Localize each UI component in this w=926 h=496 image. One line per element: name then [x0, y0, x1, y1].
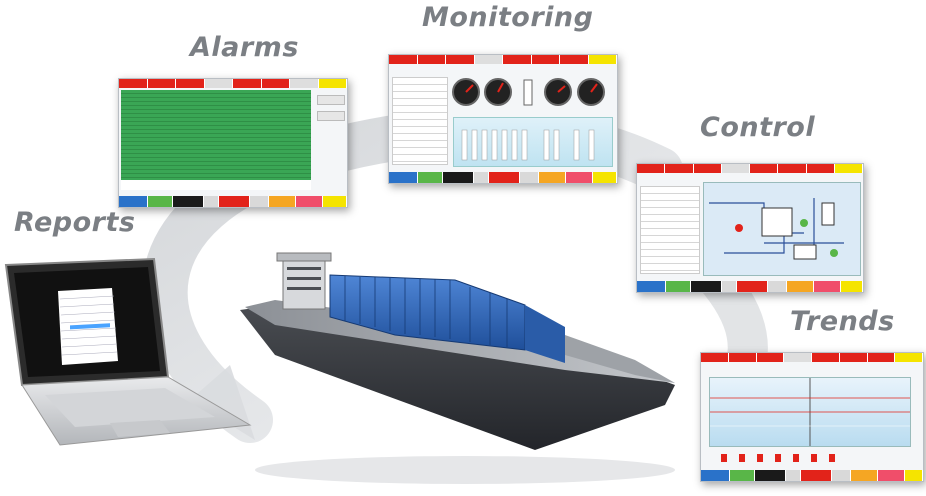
alarms-label: Alarms	[190, 32, 299, 63]
monitoring-data-column	[392, 77, 448, 165]
alarms-list	[121, 90, 311, 180]
control-process-diagram	[703, 182, 861, 276]
trends-tab-bar	[701, 353, 923, 362]
container-ship-graphic	[240, 252, 675, 484]
alarms-side-button-2	[317, 111, 345, 121]
alarms-list-blank	[121, 180, 311, 190]
alarms-tab-bar	[119, 79, 347, 88]
control-tab-bar	[637, 164, 863, 173]
monitoring-footer	[389, 172, 617, 183]
trends-footer	[701, 470, 923, 481]
control-footer	[637, 281, 863, 292]
alarms-side-button-1	[317, 95, 345, 105]
alarms-screen-thumbnail	[118, 78, 348, 208]
control-screen-thumbnail	[636, 163, 864, 293]
trends-indicators	[721, 449, 841, 462]
monitoring-screen-thumbnail	[388, 54, 618, 184]
laptop-graphic	[4, 257, 252, 446]
trends-chart-area	[709, 377, 911, 447]
monitoring-tab-bar	[389, 55, 617, 64]
trends-screen-thumbnail	[700, 352, 924, 482]
monitoring-gauges	[452, 78, 605, 106]
monitoring-label: Monitoring	[422, 2, 594, 33]
control-label: Control	[700, 112, 816, 143]
alarms-footer	[119, 196, 347, 207]
monitoring-bar-area	[453, 117, 613, 167]
reports-label: Reports	[14, 207, 136, 238]
trends-label: Trends	[790, 306, 895, 337]
control-data-column	[640, 186, 700, 274]
